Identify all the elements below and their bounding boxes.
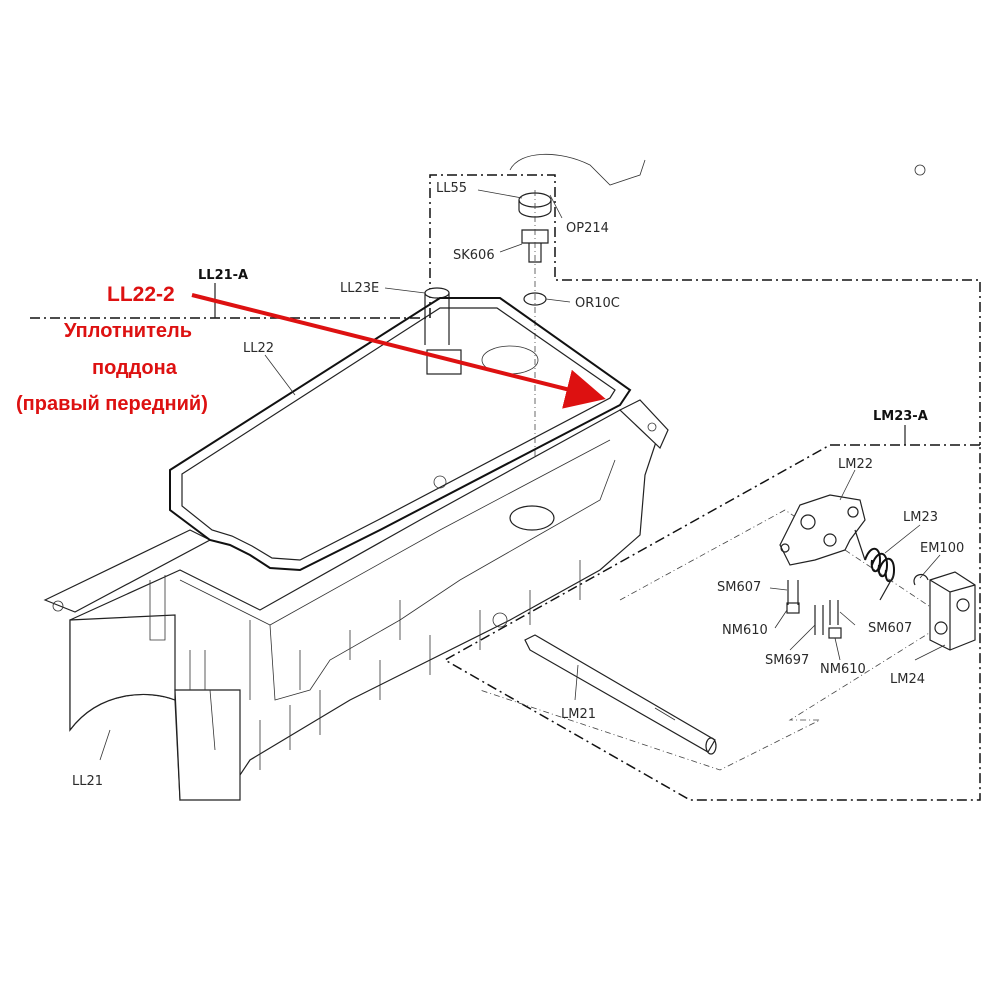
block-lm24-hole-1 [956, 598, 970, 612]
leader-ll22 [264, 354, 296, 396]
annotation-line-2: поддона [92, 357, 178, 379]
screw-sm607-left [787, 580, 799, 605]
leader-sk606 [499, 243, 523, 253]
pan-flange-hole-left [52, 600, 64, 612]
part-labels: LL21-A LM23-A LL55 OP214 SK606 OR10C LL2… [72, 181, 964, 789]
label-lm23: LM23 [903, 510, 938, 525]
pan-inner-rim [179, 439, 611, 626]
label-ll23e: LL23E [340, 281, 379, 296]
screw-sm607-right [829, 600, 839, 625]
label-lm21: LM21 [561, 707, 596, 722]
leader-op214 [549, 194, 563, 219]
screw-head-top-right [914, 164, 926, 176]
drain-plug-assembly [424, 153, 926, 500]
label-sm607-left: SM607 [717, 580, 761, 595]
bolt-sk606-head [521, 229, 549, 244]
shaft-lm21-groove [654, 707, 676, 721]
label-lm23-a: LM23-A [873, 409, 928, 424]
label-em100: EM100 [920, 541, 964, 556]
screw-sm697 [814, 605, 824, 635]
label-lm22: LM22 [838, 457, 873, 472]
gasket-outer [169, 297, 632, 572]
label-ll21: LL21 [72, 774, 103, 789]
pan-front-ribs [259, 560, 581, 770]
pin-ll23e-top [424, 287, 450, 299]
block-lm24 [929, 571, 976, 651]
leader-ll55 [477, 189, 523, 199]
label-ll22: LL22 [243, 341, 274, 356]
label-nm610-right: NM610 [820, 662, 866, 677]
leader-or10c [545, 298, 571, 303]
red-annotation: LL22-2 Уплотнитель поддона (правый перед… [16, 283, 606, 415]
shaft-lm21 [524, 634, 716, 753]
shaft-lm21-end [705, 737, 717, 755]
bolt-sk606-shank [528, 243, 542, 263]
leader-lm23 [884, 524, 921, 554]
leader-ll23e [384, 287, 426, 294]
pan-front-post-rib [209, 689, 216, 751]
leader-nm610-left [774, 609, 788, 629]
bracket-hole-4 [780, 543, 790, 553]
leader-em100 [919, 554, 941, 579]
leader-nm610-right [834, 637, 841, 661]
label-nm610-left: NM610 [722, 623, 768, 638]
leader-sm607-right [839, 611, 856, 626]
gasket-ll22 [169, 297, 632, 572]
pan-lug-hole [647, 422, 657, 432]
pan-left-post [149, 575, 166, 641]
annotation-line-1: Уплотнитель [64, 320, 192, 342]
label-op214: OP214 [566, 221, 609, 236]
bracket-hole-1 [800, 514, 816, 530]
pan-left-wall [69, 614, 176, 732]
nut-nm610-right [828, 627, 842, 639]
leader-sm697 [789, 624, 816, 651]
annotation-arrow [191, 293, 606, 409]
label-ll21-a: LL21-A [198, 268, 248, 283]
pan-right-lug [618, 399, 669, 450]
lm-subassembly-box [479, 509, 951, 771]
lm-subassembly [524, 494, 976, 755]
leader-lm22 [839, 469, 856, 501]
label-sk606: SK606 [453, 248, 495, 263]
annotation-line-3: (правый передний) [16, 393, 208, 415]
pan-outer-body [69, 409, 661, 801]
pan-drain-boss [509, 505, 555, 531]
pulley-partial [509, 153, 646, 186]
clip-em100 [913, 573, 929, 586]
label-lm24: LM24 [890, 672, 925, 687]
bracket-hole-2 [823, 533, 837, 547]
label-sm697: SM697 [765, 653, 809, 668]
bracket-hole-3 [847, 506, 859, 518]
spring-lm23 [854, 529, 896, 601]
leader-sm607-left [769, 587, 788, 591]
bracket-lm22 [779, 494, 866, 566]
label-ll55: LL55 [436, 181, 467, 196]
pan-ribs [249, 600, 401, 700]
pan-left-ribs [189, 650, 206, 690]
block-lm24-edges [929, 579, 976, 650]
pan-front-post [174, 689, 241, 801]
leader-lm21 [574, 664, 579, 701]
leader-lines [99, 189, 946, 761]
label-or10c: OR10C [575, 296, 620, 311]
gasket-inner [181, 307, 616, 561]
pan-boss-2 [433, 475, 447, 489]
leader-lm24 [914, 644, 946, 661]
annotation-code: LL22-2 [107, 283, 175, 306]
nut-nm610-left [786, 602, 800, 614]
pin-ll23e-body [424, 293, 450, 345]
label-sm607-right: SM607 [868, 621, 912, 636]
pan-boss-1 [492, 612, 508, 628]
block-lm24-hole-2 [934, 621, 948, 635]
leader-ll21 [99, 729, 111, 761]
oil-pan-ll21 [43, 345, 669, 801]
ll21-a-boundary [30, 174, 981, 445]
